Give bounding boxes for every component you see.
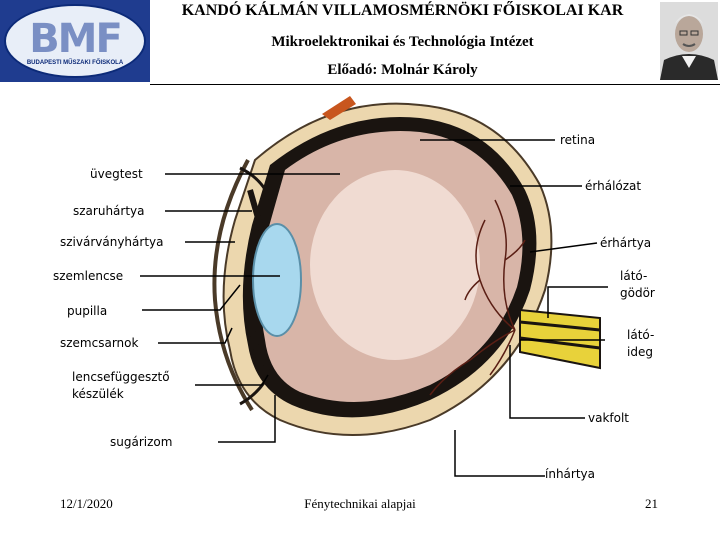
faculty-title: KANDÓ KÁLMÁN VILLAMOSMÉRNÖKI FŐISKOLAI K…: [150, 2, 655, 20]
portrait-image: [660, 2, 718, 80]
label-szivarvanyhartya: szivárványhártya: [60, 235, 164, 249]
institute-title: Mikroelektronikai és Technológia Intézet: [150, 34, 655, 51]
logo-text: BMF: [6, 16, 144, 62]
label-vakfolt: vakfolt: [588, 411, 629, 425]
footer-course: Fénytechnikai alapjai: [250, 496, 470, 512]
label-latoideg-line2: ideg: [627, 345, 653, 359]
label-szemcsarnok: szemcsarnok: [60, 336, 138, 350]
bmf-logo: BMF BUDAPESTI MŰSZAKI FŐISKOLA: [0, 0, 150, 82]
label-uvegtest: üvegtest: [90, 167, 143, 181]
label-pupilla: pupilla: [67, 304, 107, 318]
eye-diagram: üvegtest szaruhártya szivárványhártya sz…: [0, 88, 720, 493]
label-lencsefuggeszto-line2: készülék: [72, 387, 124, 401]
footer-page-number: 21: [600, 496, 658, 512]
slide-header: BMF BUDAPESTI MŰSZAKI FŐISKOLA KANDÓ KÁL…: [0, 0, 720, 84]
label-latogodor-line2: gödör: [620, 286, 655, 300]
label-sugarizom: sugárizom: [110, 435, 172, 449]
header-divider: [150, 84, 720, 85]
label-lencsefuggeszto-line1: lencsefüggesztő: [72, 370, 170, 384]
logo-emblem: BMF BUDAPESTI MŰSZAKI FŐISKOLA: [4, 4, 146, 78]
lens-shape: [253, 224, 301, 336]
logo-subtext: BUDAPESTI MŰSZAKI FŐISKOLA: [6, 60, 144, 66]
lecturer-name: Előadó: Molnár Károly: [150, 62, 655, 79]
label-latogodor-line1: látó-: [620, 269, 647, 283]
label-szemlencse: szemlencse: [53, 269, 123, 283]
label-latoideg-line1: látó-: [627, 328, 654, 342]
label-erhalozat: érhálózat: [585, 179, 641, 193]
footer-date: 12/1/2020: [60, 496, 113, 512]
eye-anatomy-figure: üvegtest szaruhártya szivárványhártya sz…: [0, 88, 720, 493]
label-inhartya: ínhártya: [545, 467, 595, 481]
label-szaruhartya: szaruhártya: [73, 204, 145, 218]
vitreous-highlight: [310, 170, 480, 360]
label-retina: retina: [560, 133, 595, 147]
label-erhartya: érhártya: [600, 236, 651, 250]
